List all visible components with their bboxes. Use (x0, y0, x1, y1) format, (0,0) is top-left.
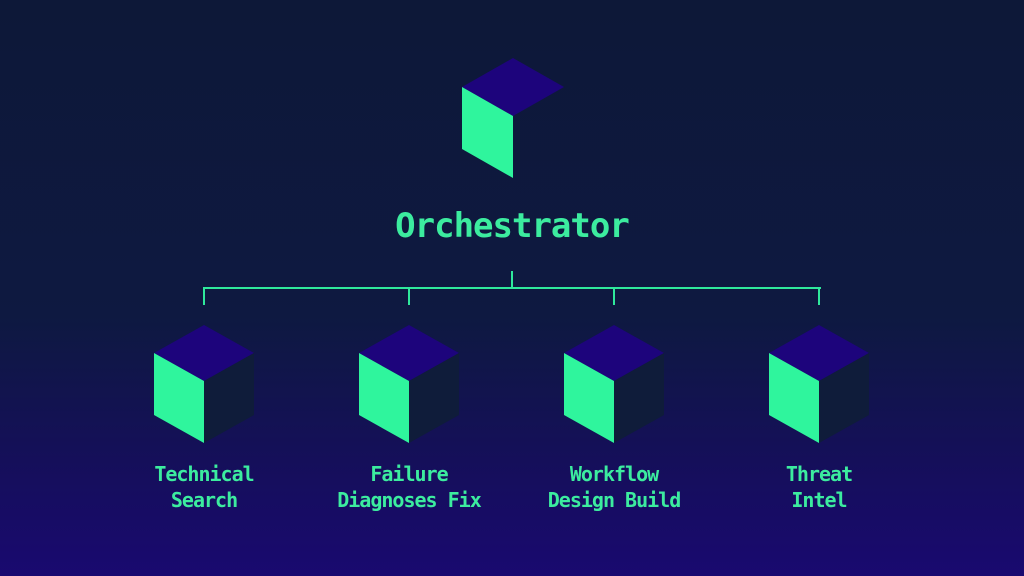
label-workflow-design-build: Workflow Design Build (504, 461, 724, 513)
label-line: Design Build (547, 488, 682, 512)
orchestrator-cube-icon (462, 58, 564, 178)
technical-search-cube-icon (154, 325, 254, 443)
label-line: Workflow (569, 462, 659, 486)
label-threat-intel: Threat Intel (709, 461, 929, 513)
label-line: Intel (791, 488, 847, 512)
connector-drop-3 (613, 287, 615, 305)
label-line: Technical (154, 462, 254, 486)
failure-diagnoses-fix-cube-icon (359, 325, 459, 443)
cube-left-face (154, 353, 204, 443)
cube-left-face (769, 353, 819, 443)
cube-right-face (204, 353, 254, 443)
connector-drop-4 (818, 287, 820, 305)
connector-stub (511, 271, 513, 289)
orchestrator-title: Orchestrator (395, 206, 630, 246)
label-line: Diagnoses Fix (337, 488, 482, 512)
cube-left-face (462, 87, 513, 178)
label-line: Search (170, 488, 238, 512)
connector-drop-2 (408, 287, 410, 305)
connector-horizontal-line (203, 287, 821, 289)
connector-drop-1 (203, 287, 205, 305)
workflow-design-build-cube-icon (564, 325, 664, 443)
cube-left-face (359, 353, 409, 443)
cube-right-face (614, 353, 664, 443)
cube-right-face (819, 353, 869, 443)
label-line: Threat (785, 462, 853, 486)
label-line: Failure (370, 462, 448, 486)
threat-intel-cube-icon (769, 325, 869, 443)
label-failure-diagnoses-fix: Failure Diagnoses Fix (299, 461, 519, 513)
label-technical-search: Technical Search (94, 461, 314, 513)
cube-right-face (409, 353, 459, 443)
cube-left-face (564, 353, 614, 443)
